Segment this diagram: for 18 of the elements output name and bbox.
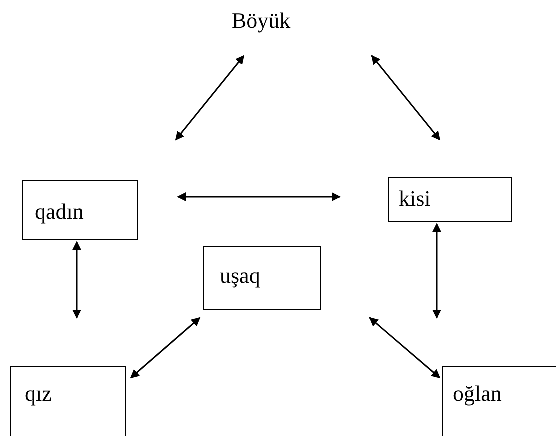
double-arrow [72, 241, 82, 319]
term-box [388, 177, 512, 222]
term-box [203, 246, 321, 310]
term-label: kisi [399, 186, 431, 212]
term-box [442, 366, 556, 436]
double-arrow [369, 317, 441, 379]
term-label: oğlan [453, 381, 502, 407]
double-arrow [177, 192, 341, 202]
double-arrow [432, 223, 442, 319]
double-arrow [130, 317, 201, 379]
term-label: Böyük [232, 8, 291, 34]
double-arrow [175, 55, 245, 141]
term-label: qız [25, 381, 52, 407]
term-label: qadın [35, 199, 84, 225]
double-arrow [371, 55, 441, 141]
term-box [10, 366, 126, 436]
term-box [22, 180, 138, 240]
term-label: uşaq [220, 263, 260, 289]
